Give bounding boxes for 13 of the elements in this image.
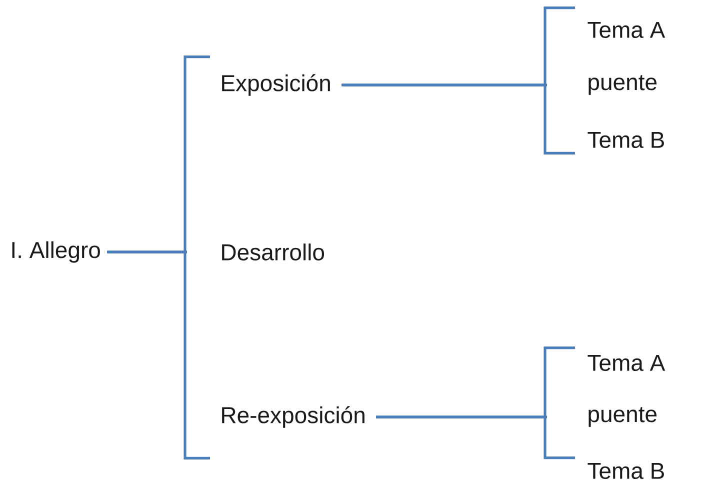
tree-label: puente	[588, 407, 657, 427]
tree-label: Re-exposición	[222, 406, 364, 428]
tree-label: Desarrollo	[222, 244, 324, 260]
tree-label: puente	[588, 75, 657, 95]
tree-label: Tema B	[588, 462, 664, 480]
bracket-line	[342, 84, 575, 154]
tree-label: Tema A	[588, 354, 666, 372]
tree-label: I. Allegro	[12, 241, 100, 263]
tree-label: Tema B	[588, 132, 664, 148]
bracket-line	[376, 416, 575, 460]
tree-label: Exposición	[222, 74, 330, 96]
bracket-line	[107, 250, 210, 460]
tree-label: Tema A	[588, 22, 666, 38]
